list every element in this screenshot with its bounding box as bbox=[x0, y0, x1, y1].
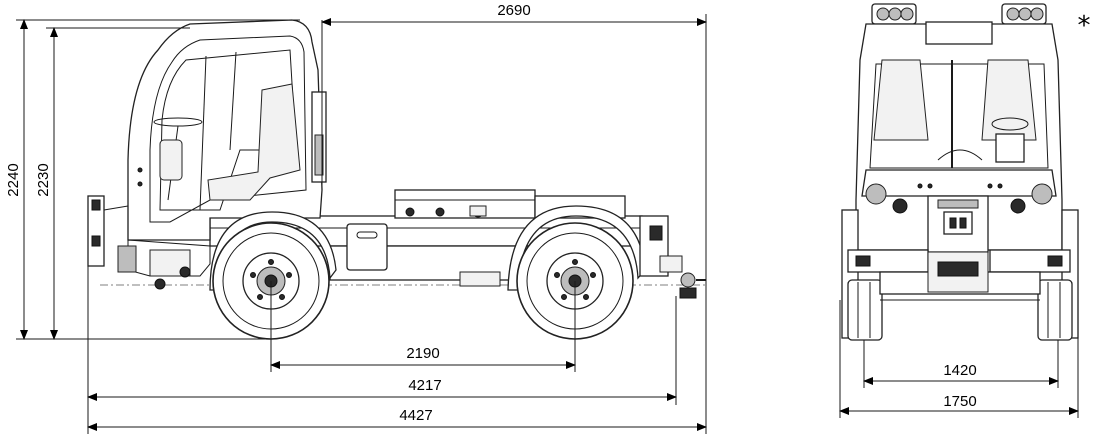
cab-height-label: 2230 bbox=[35, 163, 52, 196]
cab bbox=[127, 19, 327, 241]
track-width-label: 1420 bbox=[943, 362, 976, 379]
side-access-panel bbox=[346, 223, 388, 271]
front-seat-left bbox=[873, 59, 929, 141]
headlight-right bbox=[1031, 183, 1053, 205]
roof-lights-left bbox=[871, 3, 917, 25]
rear-length-label: 2690 bbox=[497, 2, 530, 19]
panel-handle bbox=[356, 231, 378, 239]
front-view bbox=[841, 3, 1079, 341]
footnote-asterisk: * bbox=[1078, 11, 1091, 41]
front-hitch-block bbox=[937, 261, 979, 277]
driver-seat bbox=[207, 83, 301, 201]
front-tyre-left bbox=[847, 279, 883, 341]
front-attachment bbox=[87, 195, 211, 290]
side-dimensions: 2690 2190 4217 4427 2240 2230 bbox=[5, 2, 707, 434]
side-view bbox=[87, 19, 706, 340]
rear-hitch bbox=[639, 215, 706, 299]
body-length-label: 4217 bbox=[408, 377, 441, 394]
wheelbase-label: 2190 bbox=[406, 345, 439, 362]
front-dimensions: 1420 1750 bbox=[839, 300, 1079, 418]
overall-width-label: 1750 bbox=[943, 393, 976, 410]
total-height-label: 2240 bbox=[5, 163, 22, 196]
headlight-left bbox=[865, 183, 887, 205]
total-length-label: 4427 bbox=[399, 407, 432, 424]
front-steering-wheel bbox=[991, 117, 1029, 131]
front-seat-right bbox=[981, 59, 1037, 141]
front-tyre-right bbox=[1037, 279, 1073, 341]
roof-lights-right bbox=[1001, 3, 1047, 25]
